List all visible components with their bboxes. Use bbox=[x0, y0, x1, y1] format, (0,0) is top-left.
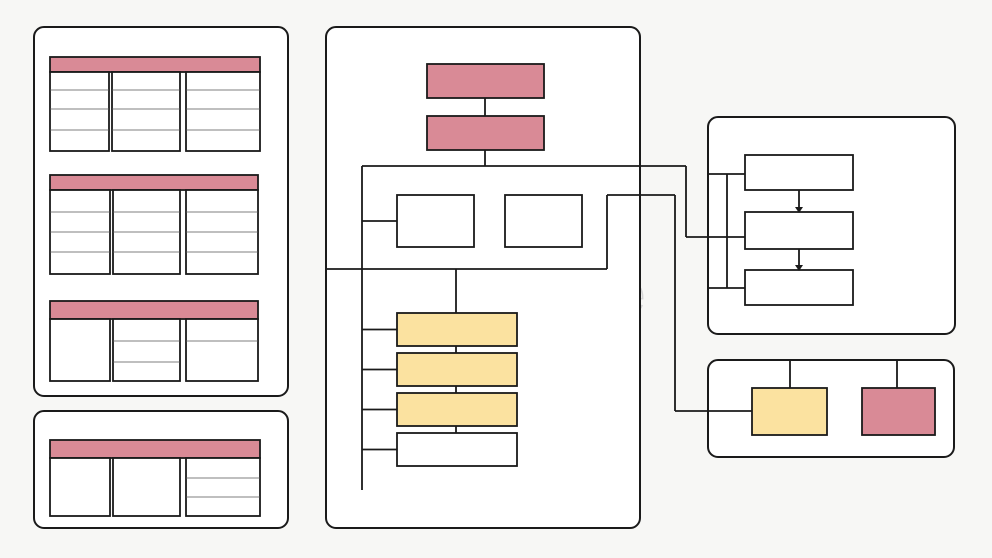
table-cell bbox=[185, 318, 259, 382]
table-header bbox=[49, 300, 259, 320]
arrowhead-icon bbox=[795, 265, 803, 271]
table-cell bbox=[49, 71, 110, 152]
table-cell bbox=[185, 457, 261, 517]
single-table-panel bbox=[33, 410, 289, 529]
child-node bbox=[504, 194, 583, 248]
table-cell bbox=[49, 318, 111, 382]
table-2 bbox=[49, 174, 259, 275]
hierarchy-panel bbox=[325, 26, 675, 529]
second-node bbox=[426, 115, 545, 151]
list-item bbox=[396, 432, 518, 467]
table-row-lines bbox=[50, 211, 258, 253]
flow-panel bbox=[640, 116, 956, 335]
table-cell bbox=[185, 71, 261, 152]
table-header bbox=[49, 174, 259, 191]
flow-step bbox=[744, 211, 854, 250]
table-row-lines bbox=[50, 89, 260, 131]
tables-panel bbox=[33, 26, 289, 397]
root-node bbox=[426, 63, 545, 99]
table-row-lines bbox=[186, 477, 260, 498]
list-item bbox=[396, 352, 518, 387]
legend-panel bbox=[674, 195, 955, 458]
list-items bbox=[362, 312, 518, 467]
table-3 bbox=[49, 300, 259, 382]
legend-swatch-yellow bbox=[751, 387, 828, 436]
table-cell bbox=[49, 457, 111, 517]
table-1 bbox=[49, 56, 261, 152]
flow-step bbox=[744, 269, 854, 306]
table-row-lines bbox=[113, 340, 258, 363]
list-item bbox=[396, 312, 518, 347]
table-cell bbox=[112, 457, 181, 517]
child-node bbox=[396, 194, 475, 248]
table-cell bbox=[112, 318, 181, 382]
arrowhead-icon bbox=[795, 207, 803, 213]
table-header bbox=[49, 439, 261, 459]
list-item bbox=[396, 392, 518, 427]
table-header bbox=[49, 56, 261, 73]
table-cell bbox=[111, 71, 181, 152]
flow-step bbox=[744, 154, 854, 191]
legend-swatch-pink bbox=[861, 387, 936, 436]
